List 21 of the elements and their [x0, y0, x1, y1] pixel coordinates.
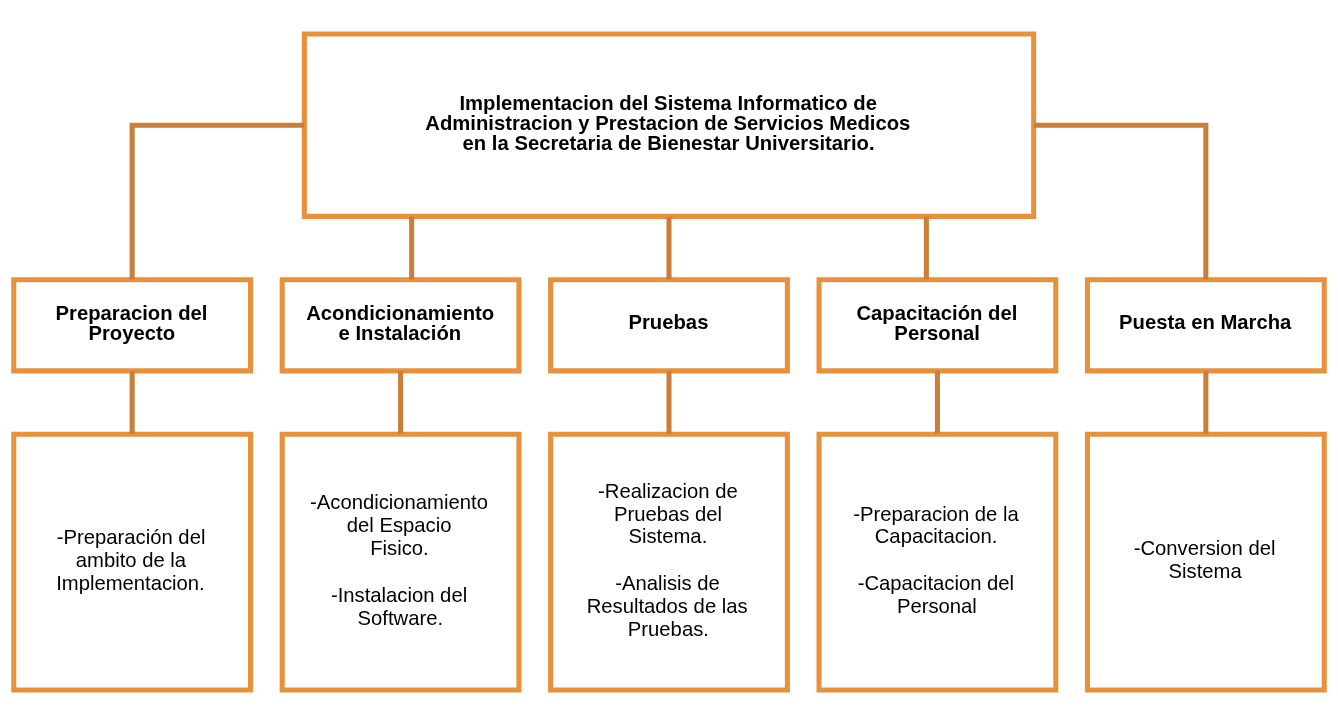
node-box: Puesta en Marcha: [1084, 276, 1327, 373]
connector: [129, 370, 135, 434]
node-box: Capacitación del Personal: [816, 276, 1059, 373]
node-box: -Conversion del Sistema: [1084, 431, 1327, 692]
connector: [398, 370, 404, 434]
node-box: Acondicionamiento e Instalación: [279, 276, 522, 373]
connector: [923, 215, 929, 279]
connector: [1033, 122, 1209, 279]
node-box: Implementacion del Sistema Informatico de Administracion y Prestacion de Servicios Medicos en la Secretaria de Bienestar Universitario.: [301, 31, 1037, 219]
connector: [1203, 370, 1209, 434]
connector: [666, 215, 672, 279]
node-box: -Realizacion de Pruebas del Sistema. -Analisis de Resultados de las Pruebas.: [548, 431, 790, 692]
connector: [666, 370, 672, 434]
node-box: -Preparación del ambito de la Implementacion.: [11, 431, 254, 692]
node-box: -Preparacion de la Capacitacion. -Capacitacion del Personal: [816, 431, 1059, 692]
node-box: -Acondicionamiento del Espacio Fisico. -Instalacion del Software.: [279, 431, 522, 692]
node-box: Pruebas: [548, 276, 790, 373]
connector: [129, 122, 305, 279]
node-box: Preparacion del Proyecto: [11, 276, 254, 373]
connector: [409, 215, 415, 279]
connector: [934, 370, 940, 434]
